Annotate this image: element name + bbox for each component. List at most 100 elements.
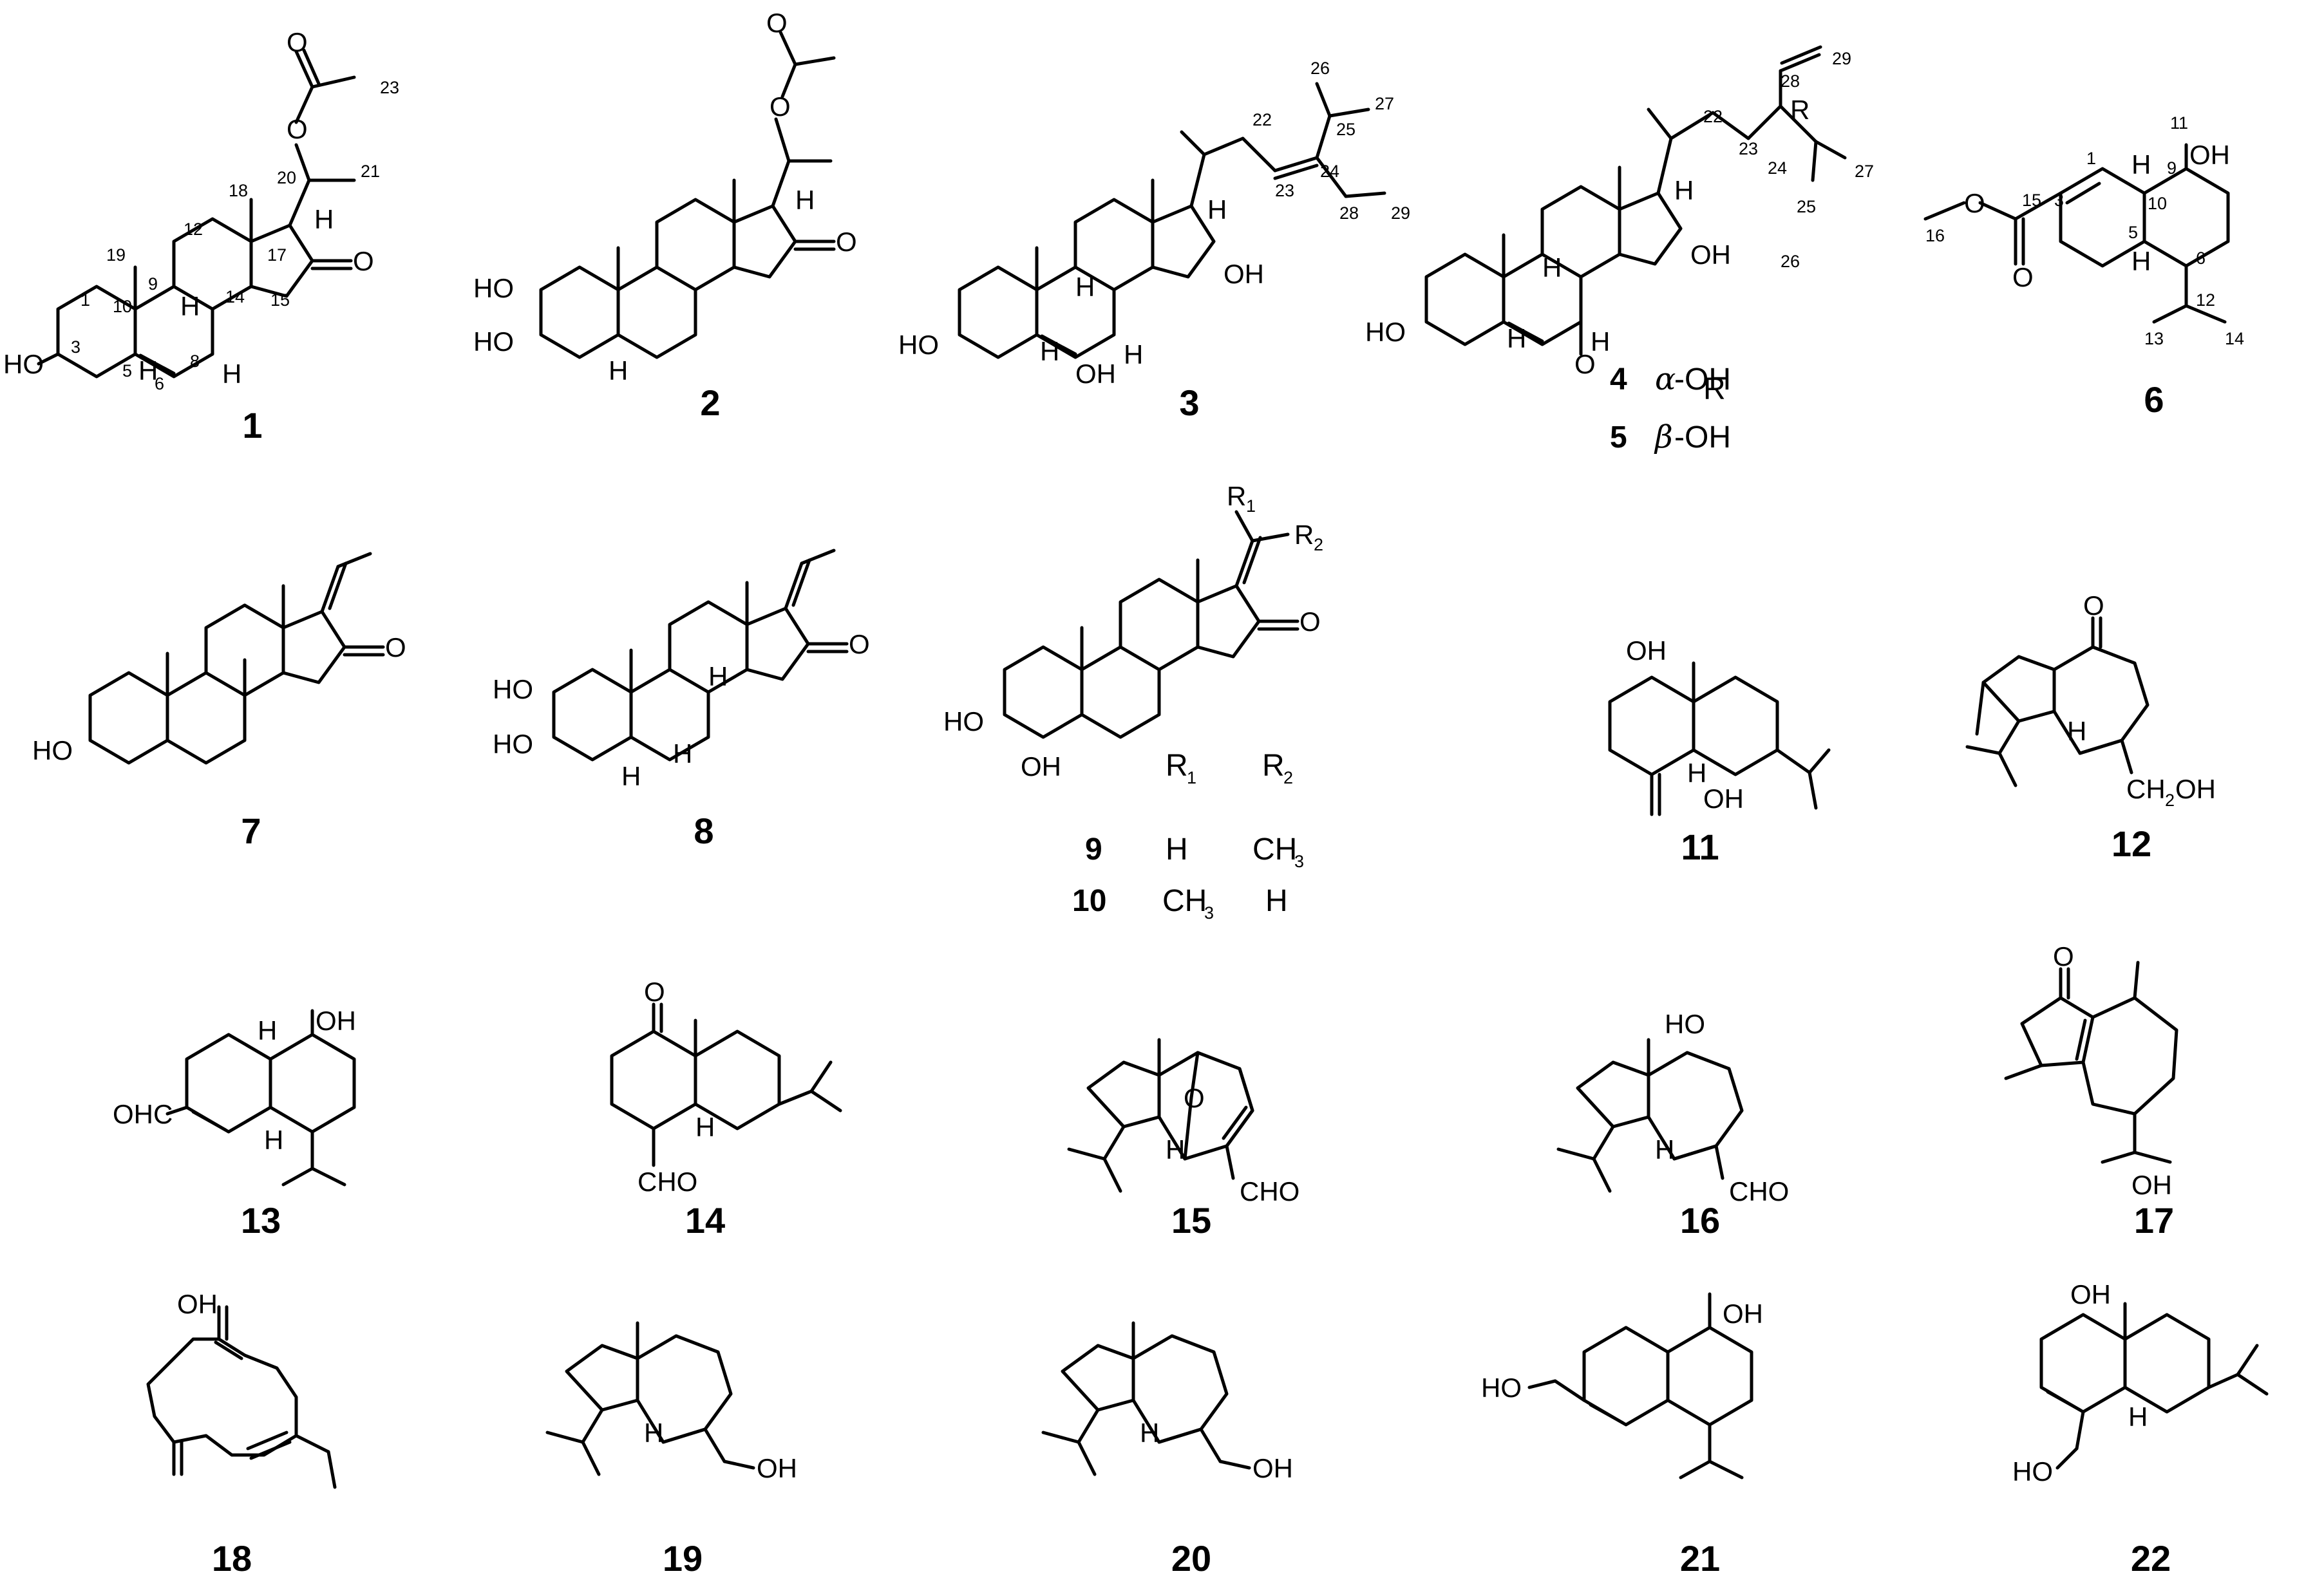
atom-h: H [2067,716,2086,746]
locant-15: 15 [270,290,290,310]
legend910-r1-10-sub: 3 [1204,903,1214,923]
compound-label-8: 8 [694,811,713,851]
compound-12: O H CH 2 OH [1965,590,2216,810]
atom-h17: H [1207,194,1227,225]
legend910-h1: R [1166,749,1188,783]
locant-3: 3 [71,337,80,357]
atom-r: R [1790,95,1809,125]
atom-h17: H [1674,175,1694,205]
compound-label-16: 16 [1680,1200,1720,1241]
legend910-h2: R [1262,749,1285,783]
compound-label-12: 12 [2112,823,2151,864]
atom-h8: H [180,291,200,321]
atom-oh: OH [757,1453,797,1483]
locant-27: 27 [1375,94,1394,113]
legend910-r2-10: H [1265,884,1288,918]
atom-h5: H [621,761,641,791]
locant-23: 23 [380,78,399,97]
compound-label-14: 14 [685,1200,725,1241]
locant-5: 5 [122,361,132,380]
compound-label-19: 19 [663,1538,703,1579]
locant-6-11: 11 [2170,113,2188,133]
atom-o-carbonyl: O [287,27,308,57]
substituent-r1: R [1227,481,1246,511]
atom-h: H [1655,1134,1674,1165]
atom-h: H [1140,1418,1159,1448]
locant-4-25: 25 [1797,197,1816,216]
atom-ho: HO [1481,1373,1522,1403]
atom-ho: HO [1665,1009,1705,1039]
locant-6-5: 5 [2128,223,2138,242]
legend45-num4: 4 [1610,362,1627,397]
atom-o-ester: O [1964,188,1985,218]
atom-h8: H [708,661,728,691]
locant-6-12: 12 [2196,290,2215,310]
locant-23: 23 [1275,181,1294,200]
atom-h: H [695,1112,715,1142]
compound-19: OH H [545,1321,797,1483]
atom-oh-9: OH [2189,140,2230,170]
locant-29: 29 [1391,203,1410,223]
atom-h: H [1166,1134,1185,1165]
compound-label-20: 20 [1171,1538,1211,1579]
atom-cho: CHO [638,1167,697,1197]
atom-h9: H [673,738,692,769]
locant-4-24: 24 [1768,158,1787,178]
locant-8: 8 [190,352,200,371]
locant-4-23: 23 [1739,139,1758,158]
locant-6-3: 3 [2054,191,2064,210]
atom-ho-3: HO [898,330,939,360]
compound-21: OH HO [1481,1292,1763,1479]
compound-label-17: 17 [2134,1200,2174,1241]
atom-h8: H [1542,252,1562,283]
atom-o-carbonyl: O [766,8,788,38]
atom-oh: OH [2131,1170,2172,1200]
atom-h14: H [1124,339,1143,370]
locant-10: 10 [113,297,132,316]
atom-ho-3: HO [493,729,533,759]
locant-21: 21 [361,162,380,181]
compound-label-2: 2 [700,382,720,423]
locant-6-15: 15 [2022,191,2041,210]
locant-4-28: 28 [1781,71,1800,91]
legend910-num9: 9 [1085,832,1102,867]
compound-15: O CHO H [1067,1038,1299,1206]
atom-oh: HO [3,349,44,379]
legend910-r1-10: CH [1162,884,1207,918]
atom-o-ketone: O [849,629,870,659]
atom-ohc: OHC [113,1099,173,1129]
locant-24: 24 [1320,162,1339,181]
substituent-r1-sub: 1 [1246,496,1256,516]
locant-26: 26 [1310,59,1330,78]
atom-o-ketone: O [2053,941,2074,972]
atom-oh: OH [177,1289,218,1319]
atom-h8: H [1075,272,1095,302]
atom-h9: H [1507,323,1526,353]
locant-6-16: 16 [1925,226,1945,245]
compound-label-13: 13 [241,1200,281,1241]
compound-label-11: 11 [1681,827,1719,867]
atom-oh: OH [2070,1279,2111,1310]
atom-h5: H [264,1125,283,1155]
locant-1: 1 [80,290,90,310]
compound-label-21: 21 [1680,1538,1720,1579]
locant-28: 28 [1339,203,1359,223]
atom-h9: H [138,355,158,386]
compound-label-6: 6 [2144,379,2164,420]
atom-h9: H [1040,336,1059,366]
locant-17: 17 [267,245,287,265]
legend910-r1-9: H [1166,832,1188,867]
atom-o-ketone: O [353,246,374,276]
legend910-r2-9-sub: 3 [1294,852,1304,871]
locant-6-6: 6 [2196,249,2206,268]
legend45-greek4: α [1655,361,1676,397]
locant-19: 19 [106,245,126,265]
locant-6-1: 1 [2086,149,2096,168]
compound-16: HO CHO H [1556,1009,1789,1206]
locant-4-29: 29 [1832,49,1851,68]
compound-17: O OH [2004,941,2178,1200]
atom-h: H [2128,1402,2148,1432]
atom-h: H [644,1418,663,1448]
locant-9: 9 [148,274,158,294]
atom-h17: H [314,204,334,234]
